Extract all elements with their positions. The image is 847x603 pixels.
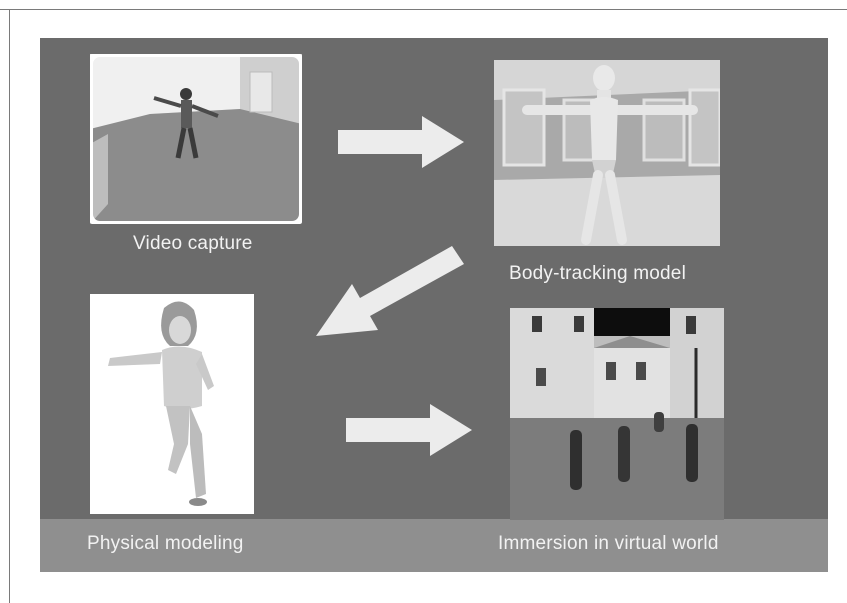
arrow-diagonal-down-left bbox=[316, 246, 464, 336]
frame-rule-left bbox=[9, 9, 10, 603]
caption-immersion-virtual-world: Immersion in virtual world bbox=[498, 533, 719, 554]
caption-video-capture: Video capture bbox=[133, 233, 253, 254]
caption-band bbox=[40, 519, 828, 572]
caption-physical-modeling: Physical modeling bbox=[87, 533, 244, 554]
arrow-right-top bbox=[338, 116, 464, 168]
video-capture-image bbox=[90, 54, 302, 224]
frame-rule-top bbox=[0, 9, 847, 10]
physical-modeling-image bbox=[90, 294, 254, 514]
caption-body-tracking-model: Body-tracking model bbox=[509, 263, 686, 284]
virtual-world-image bbox=[510, 308, 724, 520]
body-tracking-model-image bbox=[494, 60, 720, 246]
arrow-right-bottom bbox=[346, 404, 472, 456]
